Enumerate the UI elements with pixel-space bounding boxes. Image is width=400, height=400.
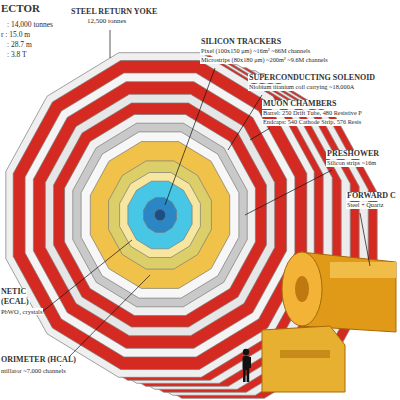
solenoid-layer [73, 123, 247, 307]
part-name: PRESHOWER [326, 150, 380, 159]
leader-line [245, 170, 332, 215]
part-name: ORIMETER (HCAL) [0, 356, 77, 365]
pixel-layer [144, 198, 177, 233]
person-silhouette [243, 349, 252, 382]
leader-line [42, 240, 132, 312]
part-name: MUON CHAMBERS [262, 100, 338, 109]
forward-highlight [330, 262, 396, 278]
beam-hole [295, 276, 309, 302]
person-head [243, 349, 249, 355]
person-leg [247, 369, 250, 382]
muon-layer [33, 82, 286, 349]
yoke-layer [45, 94, 274, 335]
part-name: (ECAL) [0, 298, 30, 307]
support-beam [280, 350, 330, 358]
part-detail: PbWO₄ crystals [0, 308, 43, 315]
forward-face [282, 252, 322, 326]
part-detail: Silicon strips ~16m [326, 160, 377, 167]
part-detail: Barrel: 250 Drift Tube, 480 Resistive P [262, 110, 363, 117]
leader-line [360, 213, 370, 266]
part-detail: Niobium titanium coil carrying ~18,000A [248, 84, 355, 91]
leader-line [110, 30, 111, 58]
part-name: FORWARD C [346, 192, 397, 201]
part-name: NETIC [0, 288, 27, 297]
part-detail: Endcaps: 540 Cathode Strip, 576 Resis [262, 119, 362, 126]
ecal-layer [109, 161, 212, 269]
tracker-layer [128, 181, 192, 249]
part-name: SUPERCONDUCTING SOLENOID [248, 74, 376, 83]
hcal-layer [90, 142, 229, 289]
person-arm [249, 357, 251, 368]
leader-line [228, 95, 262, 150]
beam-pipe [155, 209, 166, 221]
preshower-layer [120, 173, 201, 258]
part-name: ECTOR [0, 2, 41, 14]
solenoid-layer [81, 132, 239, 298]
part-detail: : 3.8 T [6, 51, 28, 59]
part-name: STEEL RETURN YOKE [70, 8, 158, 17]
part-detail: : 28.7 m [6, 41, 33, 49]
part-detail: 12,500 tonnes [86, 18, 127, 26]
leader-line [165, 68, 215, 205]
part-detail: r : 15.0 m [0, 31, 31, 39]
person-body [243, 356, 250, 370]
part-detail: Microstrips (80x180 μm) ~200m² ~9.6M cha… [200, 57, 329, 64]
muon-layer [54, 103, 267, 327]
part-name: SILICON TRACKERS [200, 38, 282, 47]
leader-line [250, 128, 270, 140]
yoke-layer [25, 73, 295, 357]
support-structure [262, 326, 345, 392]
leader-line [60, 275, 150, 366]
yoke-layer [65, 115, 256, 316]
person-leg [243, 369, 246, 382]
part-detail: Steel + Quartz [346, 202, 384, 209]
part-detail: : 14,000 tonnes [6, 21, 54, 29]
part-detail: Pixel (100x150 μm) ~16m² ~66M channels [200, 48, 311, 55]
forward-calorimeter [262, 252, 396, 392]
part-detail: ntillator ~7,000 channels [0, 367, 67, 374]
